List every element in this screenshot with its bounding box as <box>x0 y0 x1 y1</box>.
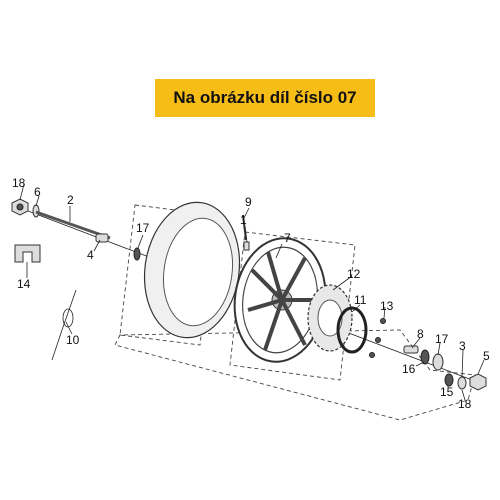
callout-17-left: 17 <box>136 221 150 235</box>
valve-part <box>242 214 247 241</box>
callout-5: 5 <box>483 349 490 363</box>
callout-14: 14 <box>17 277 31 291</box>
washer-right-part <box>457 376 467 390</box>
collar-part <box>444 373 454 387</box>
callout-9: 9 <box>245 195 252 209</box>
cable-part <box>51 289 77 361</box>
nut-right-part <box>469 373 487 391</box>
spacer-part <box>95 233 109 243</box>
seal-left-part <box>133 247 141 261</box>
callout-12: 12 <box>347 267 361 281</box>
callout-1: 1 <box>240 213 247 227</box>
wheel-rim-part <box>233 237 327 363</box>
washer-part <box>32 204 40 218</box>
callout-15: 15 <box>440 385 454 399</box>
clip-part <box>14 244 41 263</box>
callout-10: 10 <box>66 333 80 347</box>
callout-18-right: 18 <box>458 397 472 411</box>
banner: Na obrázku díl číslo 07 <box>155 79 375 117</box>
tire-part <box>143 201 241 339</box>
callout-6: 6 <box>34 185 41 199</box>
seal-right-part <box>420 349 430 365</box>
brake-disc-part <box>307 284 353 352</box>
callout-8: 8 <box>417 327 424 341</box>
spacer-right-part <box>403 345 419 354</box>
callout-2: 2 <box>67 193 74 207</box>
sensor-ring-part <box>336 306 368 354</box>
callout-13: 13 <box>380 299 394 313</box>
callout-18-left: 18 <box>12 176 26 190</box>
callout-3: 3 <box>459 339 466 353</box>
callout-7: 7 <box>284 231 291 245</box>
valve-cap-part <box>243 241 250 251</box>
bolts-part <box>369 318 386 358</box>
callout-4: 4 <box>87 248 94 262</box>
banner-text: Na obrázku díl číslo 07 <box>173 88 357 107</box>
bearing-part <box>432 353 444 371</box>
callout-17-right: 17 <box>435 332 449 346</box>
leader-lines <box>19 183 485 401</box>
tire-group-outline <box>119 204 216 346</box>
callout-11: 11 <box>354 293 367 307</box>
nut-left-part <box>11 198 29 216</box>
callout-16: 16 <box>402 362 416 376</box>
